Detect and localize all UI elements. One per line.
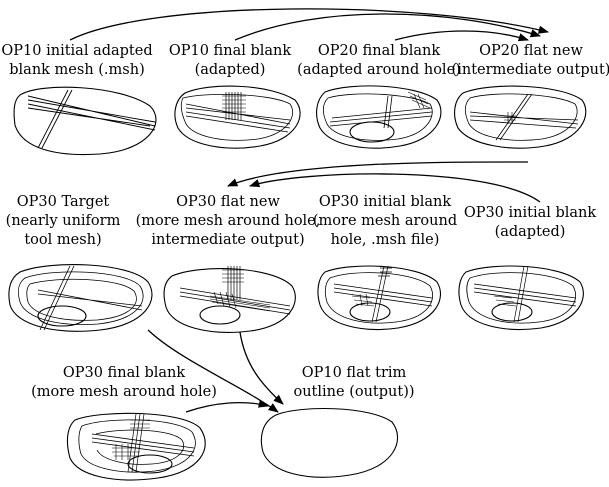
blank-op10-initial: [13, 86, 157, 156]
edge-op20-final-to-op20-flat: [394, 30, 529, 42]
edge-op10-initial-to-op20-flat: [69, 8, 550, 41]
node-label-op20-flat: OP20 flat new(intermediate output): [451, 43, 609, 78]
blank-op20-flat: [454, 85, 587, 149]
edge-op30-final-to-op10-trim: [185, 399, 270, 413]
edge-op10-final-to-op20-flat: [234, 13, 541, 41]
node-label-op10-final: OP10 final blank(adapted): [168, 43, 292, 78]
blank-op30-flat: [163, 266, 296, 333]
blank-op20-final: [316, 85, 442, 149]
node-label-op30-initial-adapted: OP30 initial blank(adapted): [463, 205, 597, 240]
edge-op30-initial-adapted-to-op30-flat: [249, 173, 541, 203]
blank-op30-final: [66, 412, 206, 481]
blank-op10-final: [174, 85, 301, 149]
blank-op10-trim: [260, 407, 398, 478]
node-label-op20-final: OP20 final blank(adapted around hole): [297, 43, 461, 78]
blank-op30-initial-msh: [317, 265, 441, 330]
edge-op30-flat-to-op10-trim: [239, 331, 284, 405]
blank-op30-target: [8, 264, 153, 332]
edge-op20-flat-to-op30-flat: [227, 161, 529, 187]
node-label-op30-final: OP30 final blank(more mesh around hole): [31, 365, 217, 400]
blank-op30-initial-adapted: [458, 265, 584, 330]
node-label-op30-flat: OP30 flat new(more mesh around hole,inte…: [135, 194, 321, 248]
